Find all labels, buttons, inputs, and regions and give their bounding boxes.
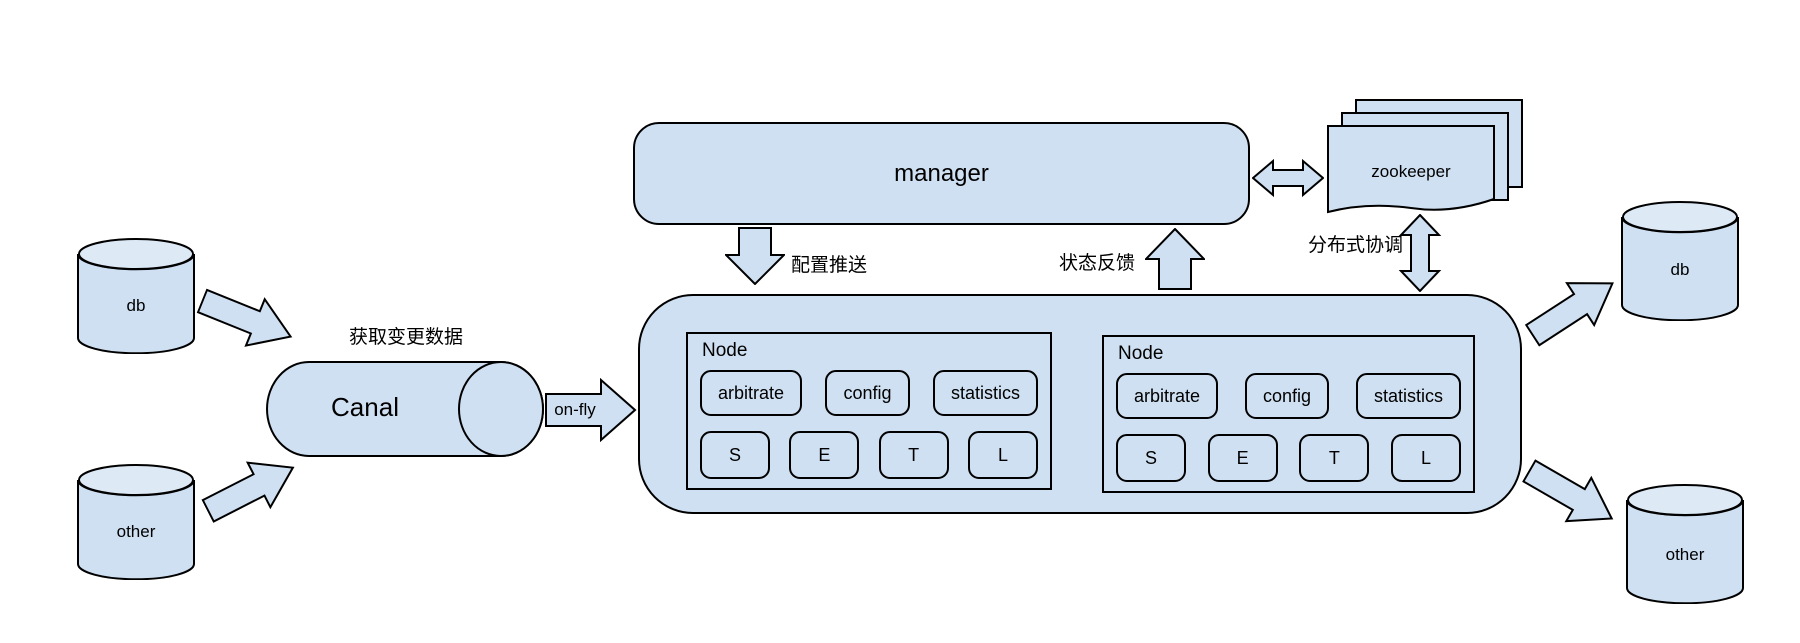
container-to-other-arrow — [1522, 459, 1614, 523]
arbitrate-chip: arbitrate — [700, 370, 803, 416]
node-2-stages-row: S E T L — [1116, 434, 1461, 482]
distributed-coordination-label: 分布式协调 — [1308, 235, 1404, 256]
manager-box: manager — [633, 122, 1250, 225]
fetch-change-data-label: 获取变更数据 — [348, 327, 463, 348]
stage-s-chip: S — [1116, 434, 1186, 482]
stage-e-chip: E — [789, 431, 860, 479]
source-db-cylinder — [77, 238, 195, 354]
source-other-cylinder — [77, 464, 195, 580]
stage-t-chip: T — [1299, 434, 1370, 482]
config-chip: config — [825, 370, 910, 416]
node-2-components-row: arbitrate config statistics — [1116, 373, 1461, 419]
container-to-db-arrow — [1524, 282, 1614, 347]
zookeeper-pages-icon — [1327, 99, 1523, 214]
config-push-arrow — [725, 227, 785, 285]
status-feedback-arrow — [1145, 228, 1205, 290]
target-other-label: other — [1665, 545, 1705, 564]
manager-zookeeper-double-arrow — [1252, 158, 1324, 198]
source-db-label: db — [126, 296, 146, 315]
node-2-box: Node arbitrate config statistics S E T L — [1102, 335, 1475, 493]
stage-e-chip: E — [1207, 434, 1278, 482]
status-feedback-label: 状态反馈 — [1058, 253, 1135, 274]
node-2-title: Node — [1118, 343, 1164, 364]
stage-l-chip: L — [967, 431, 1038, 479]
target-db-label: db — [1670, 260, 1690, 279]
zookeeper-container-double-arrow — [1398, 214, 1442, 292]
config-chip: config — [1244, 373, 1330, 419]
on-fly-label: on-fly — [554, 400, 596, 419]
node-1-components-row: arbitrate config statistics — [700, 370, 1038, 416]
stage-l-chip: L — [1390, 434, 1461, 482]
target-db-cylinder — [1621, 201, 1739, 321]
arbitrate-chip: arbitrate — [1116, 373, 1219, 419]
canal-label: Canal — [331, 392, 399, 422]
zookeeper-label: zookeeper — [1371, 162, 1451, 181]
canal-cylinder — [266, 361, 544, 457]
other-to-canal-arrow — [201, 461, 295, 523]
node-1-stages-row: S E T L — [700, 431, 1038, 479]
statistics-chip: statistics — [1355, 373, 1461, 419]
on-fly-arrow — [545, 378, 637, 442]
node-1-box: Node arbitrate config statistics S E T L — [686, 332, 1052, 490]
stage-s-chip: S — [700, 431, 770, 479]
config-push-label: 配置推送 — [791, 255, 868, 276]
stage-t-chip: T — [878, 431, 949, 479]
statistics-chip: statistics — [932, 370, 1038, 416]
db-to-canal-arrow — [196, 288, 293, 347]
source-other-label: other — [116, 522, 156, 541]
target-other-cylinder — [1626, 484, 1744, 604]
node-1-title: Node — [702, 340, 748, 361]
manager-label: manager — [894, 159, 989, 187]
